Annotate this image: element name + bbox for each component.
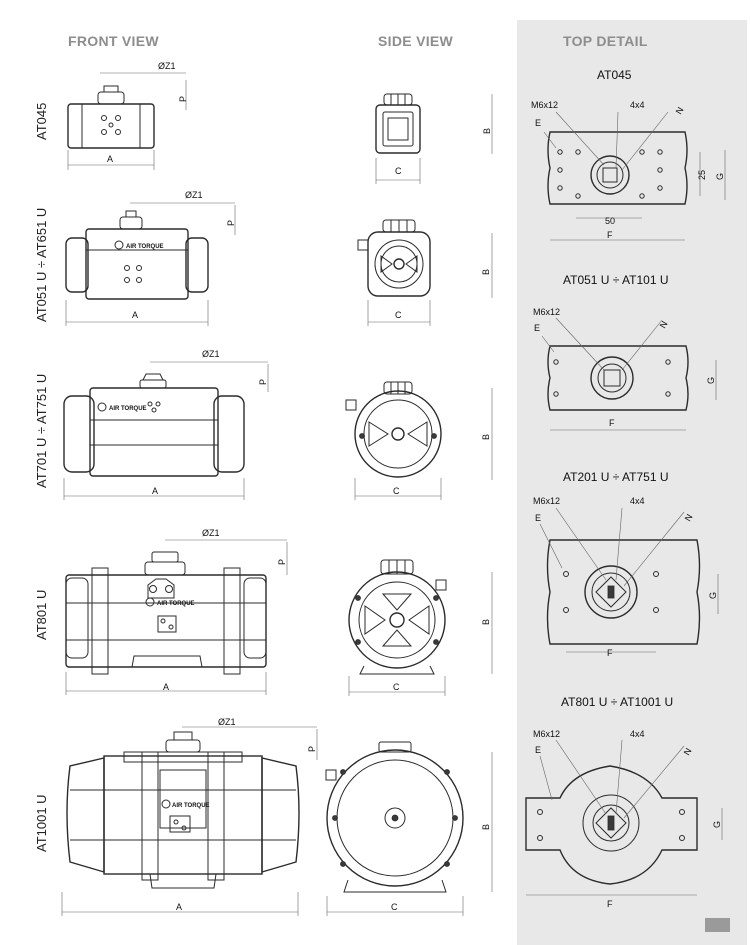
dim-p-label: P [178,96,188,102]
detail-e-label-3: E [535,513,541,523]
side-view-at045 [375,93,493,184]
top-detail-panel [517,20,747,945]
dim-b-label-2: B [481,269,491,275]
brand-label-2: AIR TORQUE [109,406,147,412]
dim-c-label-2: C [395,310,402,320]
detail-m6x12-label: M6x12 [531,100,558,110]
dim-z1-label-3: ØZ1 [202,349,220,359]
detail-g-label-2: G [706,377,716,384]
dim-b-label-3: B [481,434,491,440]
detail-title-at045: AT045 [597,68,632,82]
detail-g-label: G [715,173,725,180]
dim-p-label-2: P [226,220,236,226]
dim-a-label-2: A [132,310,138,320]
detail-4x4-label-4: 4x4 [630,729,645,739]
detail-e-label-4: E [535,745,541,755]
detail-f-label-3: F [607,648,613,658]
front-view-at1001: AIR TORQUE [61,726,318,916]
side-view-at801 [348,559,493,696]
side-view-at1001 [325,741,493,916]
detail-m6x12-label-4: M6x12 [533,729,560,739]
detail-f-label: F [607,230,613,240]
dim-z1-label-5: ØZ1 [218,717,236,727]
side-view-at701-at751 [345,381,493,500]
front-view-at701-at751: AIR TORQUE [63,361,269,500]
brand-label-4: AIR TORQUE [172,803,210,809]
front-view-at051-at651: AIR TORQUE [65,202,236,326]
dim-c-label-5: C [391,902,398,912]
detail-m6x12-label-2: M6x12 [533,307,560,317]
detail-title-at051-at101: AT051 U ÷ AT101 U [563,273,669,287]
dim-c-label-3: C [393,486,400,496]
detail-n-label-2: N [658,319,670,330]
detail-4x4-label: 4x4 [630,100,645,110]
dim-b-label-5: B [481,824,491,830]
dim-z1-label-2: ØZ1 [185,190,203,200]
brand-label: AIR TORQUE [126,244,164,250]
brand-label-3: AIR TORQUE [157,601,195,607]
detail-f-label-4: F [607,899,613,909]
dim-a-label: A [107,154,113,164]
dim-b-label: B [482,128,492,134]
detail-title-at801-at1001: AT801 U ÷ AT1001 U [561,695,674,709]
detail-g-label-3: G [708,592,718,599]
dim-c-label-4: C [393,682,400,692]
dim-z1-label-4: ØZ1 [202,528,220,538]
detail-title-at201-at751: AT201 U ÷ AT751 U [563,470,669,484]
detail-e-label: E [535,118,541,128]
front-view-at045 [67,72,187,170]
detail-n-label-4: N [682,746,694,757]
detail-e-label-2: E [534,323,540,333]
top-detail-header: TOP DETAIL [563,33,648,49]
side-view-header: SIDE VIEW [378,33,454,49]
dim-z1-label: ØZ1 [158,61,176,71]
top-detail-at045 [543,111,726,241]
top-detail-at051-at101 [541,317,717,431]
dim-p-label-4: P [277,559,287,565]
detail-f-label-2: F [609,418,615,428]
detail-n-label-3: N [683,512,695,523]
dim-b-label-4: B [481,619,491,625]
detail-50-label: 50 [605,216,615,226]
front-view-header: FRONT VIEW [68,33,159,49]
dim-c-label: C [395,166,402,176]
dim-p-label-3: P [258,379,268,385]
side-view-at051-at651 [357,219,493,326]
detail-4x4-label-3: 4x4 [630,496,645,506]
detail-25-label: 25 [697,170,707,180]
front-view-at801: AIR TORQUE [65,539,288,695]
page-tab [705,918,730,932]
dim-a-label-4: A [163,682,169,692]
dim-a-label-5: A [176,902,182,912]
detail-m6x12-label-3: M6x12 [533,496,560,506]
top-detail-at801-at1001 [525,739,723,896]
dim-a-label-3: A [152,486,158,496]
top-detail-at201-at751 [539,507,719,653]
detail-g-label-4: G [712,821,722,828]
detail-n-label: N [674,105,686,116]
dim-p-label-5: P [307,746,317,752]
